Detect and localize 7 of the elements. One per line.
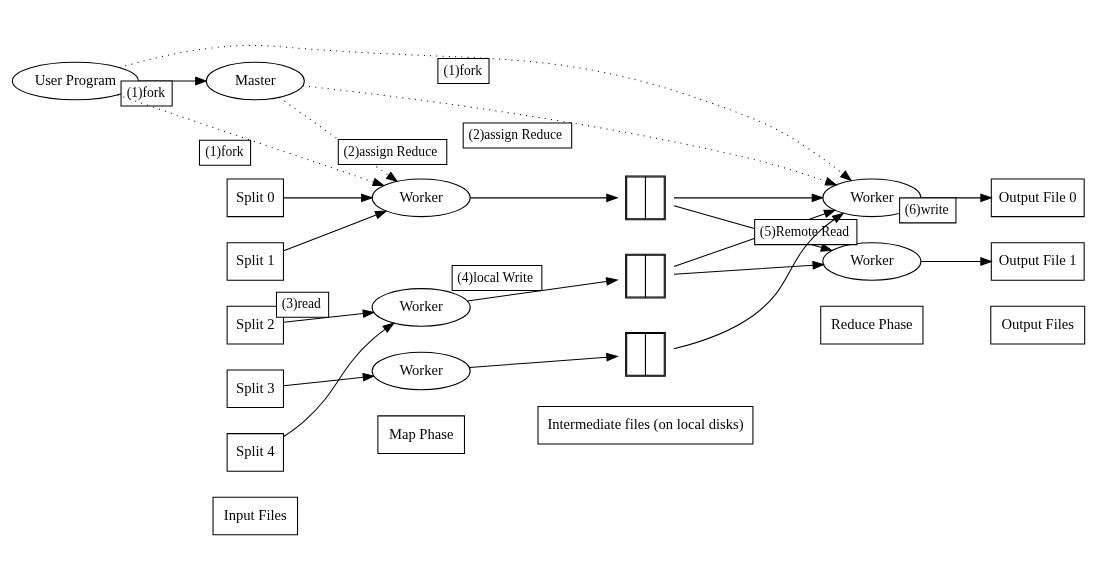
edge-label: (3)read	[281, 295, 321, 311]
edge-label: (1)fork	[205, 143, 244, 159]
edge-label: (4)local Write	[457, 269, 533, 285]
edge-label: (2)assign Reduce	[343, 143, 438, 159]
edge-label: (1)fork	[443, 62, 482, 78]
edge-label: (2)assign Reduce	[468, 126, 563, 142]
edge-label: (5)Remote Read	[759, 223, 850, 239]
